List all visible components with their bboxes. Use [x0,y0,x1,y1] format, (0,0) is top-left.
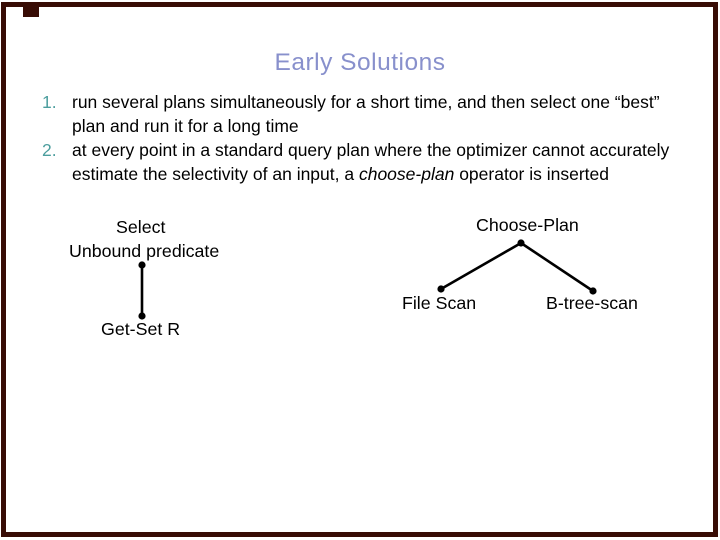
chooseplan-root-label: Choose-Plan [476,215,579,235]
node-dot-unbound-predicate [138,261,146,269]
numbered-list: 1. run several plans simultaneously for … [42,90,704,186]
list-item-1-line-2: plan and run it for a long time [72,116,299,136]
getset-leaf-label: Get-Set R [101,319,181,339]
choose-plan-italic-term: choose-plan [358,164,455,184]
list-item-1: 1. run several plans simultaneously for … [42,90,704,138]
filescan-leaf-label: File Scan [402,293,477,313]
list-item-2-line-1: at every point in a standard query plan … [72,140,670,160]
btree-scan-leaf-label: B-tree-scan [546,293,638,313]
unbound-predicate-label: Unbound predicate [69,241,220,261]
list-item-2-text: at every point in a standard query plan … [72,138,704,186]
list-number-2: 2. [42,140,57,160]
list-item-2-line-2-pre: estimate the selectivity of an input, a [72,164,359,184]
list-item-1-line-1: run several plans simultaneously for a s… [72,92,660,112]
list-item-2-line-2-post: operator is inserted [454,164,609,184]
list-number-1: 1. [42,92,57,112]
select-operator-label: Select [116,217,166,237]
node-dot-filescan [437,285,445,293]
slide-title: Early Solutions [274,49,446,76]
node-dot-chooseplan [517,239,525,247]
list-item-1-text: run several plans simultaneously for a s… [72,90,704,138]
edge-chooseplan-to-filescan [440,241,522,291]
edge-chooseplan-to-btree [520,241,594,293]
list-item-2: 2. at every point in a standard query pl… [42,138,704,186]
corner-accent-square [23,3,39,17]
